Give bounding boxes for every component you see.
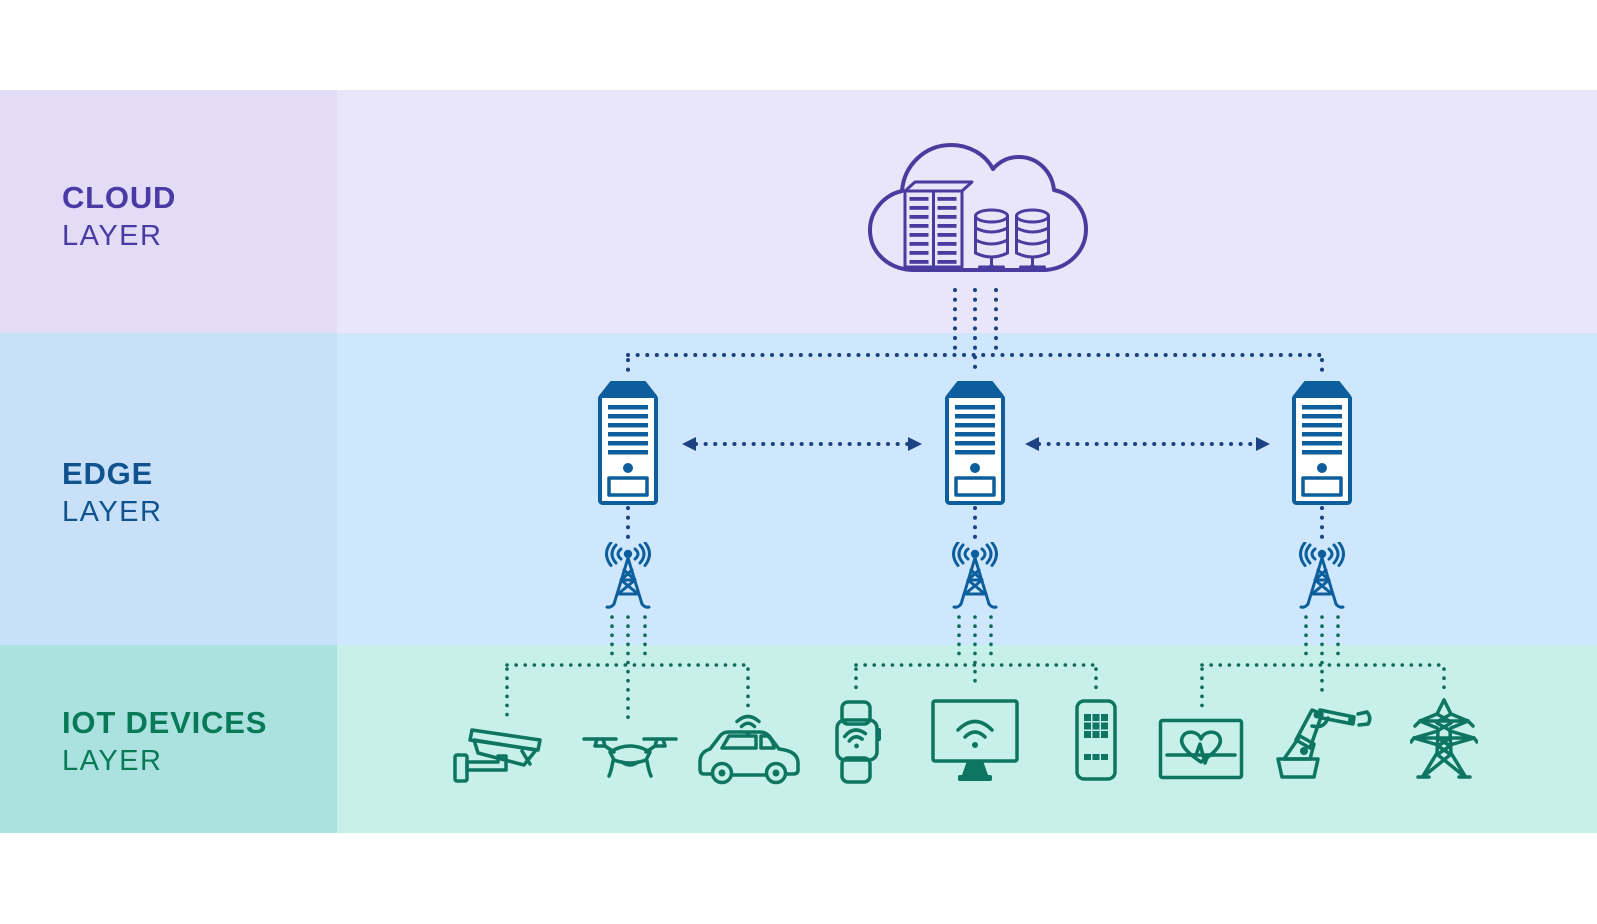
cloud-layer-title: CLOUD bbox=[62, 180, 177, 215]
iot-layer-subtitle: LAYER bbox=[62, 745, 163, 777]
iot-layer-label-band bbox=[0, 645, 337, 833]
robotic-arm-icon bbox=[1276, 704, 1372, 780]
cell-tower-3-icon bbox=[1289, 542, 1355, 612]
edge-layer-title: EDGE bbox=[62, 456, 154, 491]
cell-tower-1-icon bbox=[595, 542, 661, 612]
wifi-icon bbox=[956, 719, 994, 748]
iot-layer-band bbox=[0, 645, 1597, 833]
server-rack-icon bbox=[903, 180, 974, 269]
wifi-icon bbox=[842, 728, 868, 749]
app-grid-icon bbox=[1084, 714, 1108, 760]
cloud-layer-label: CLOUD LAYER bbox=[62, 182, 176, 251]
edge-server-1-icon bbox=[597, 379, 659, 506]
iot-layer-label: IOT DEVICES LAYER bbox=[62, 707, 267, 776]
cell-tower-2-icon bbox=[942, 542, 1008, 612]
cloud-layer-band bbox=[0, 90, 1597, 333]
edge-layer-label-band bbox=[0, 333, 337, 645]
smart-display-icon bbox=[930, 698, 1020, 784]
power-grid-tower-icon bbox=[1410, 697, 1478, 781]
cloud-datacenter-icon bbox=[862, 140, 1094, 288]
database-icon bbox=[1015, 208, 1050, 270]
iot-layer-title: IOT DEVICES bbox=[62, 705, 268, 740]
database-icon bbox=[974, 208, 1009, 270]
drone-icon bbox=[580, 730, 680, 780]
edge-layer-label: EDGE LAYER bbox=[62, 458, 162, 527]
smartwatch-icon bbox=[834, 700, 882, 784]
edge-server-2-icon bbox=[944, 379, 1006, 506]
connected-car-icon bbox=[696, 712, 802, 786]
edge-server-3-icon bbox=[1291, 379, 1353, 506]
cloud-layer-subtitle: LAYER bbox=[62, 220, 163, 252]
cloud-layer-label-band bbox=[0, 90, 337, 333]
health-monitor-icon bbox=[1157, 717, 1245, 781]
smartphone-icon bbox=[1074, 698, 1118, 782]
edge-layer-subtitle: LAYER bbox=[62, 496, 163, 528]
security-camera-icon bbox=[452, 722, 552, 784]
